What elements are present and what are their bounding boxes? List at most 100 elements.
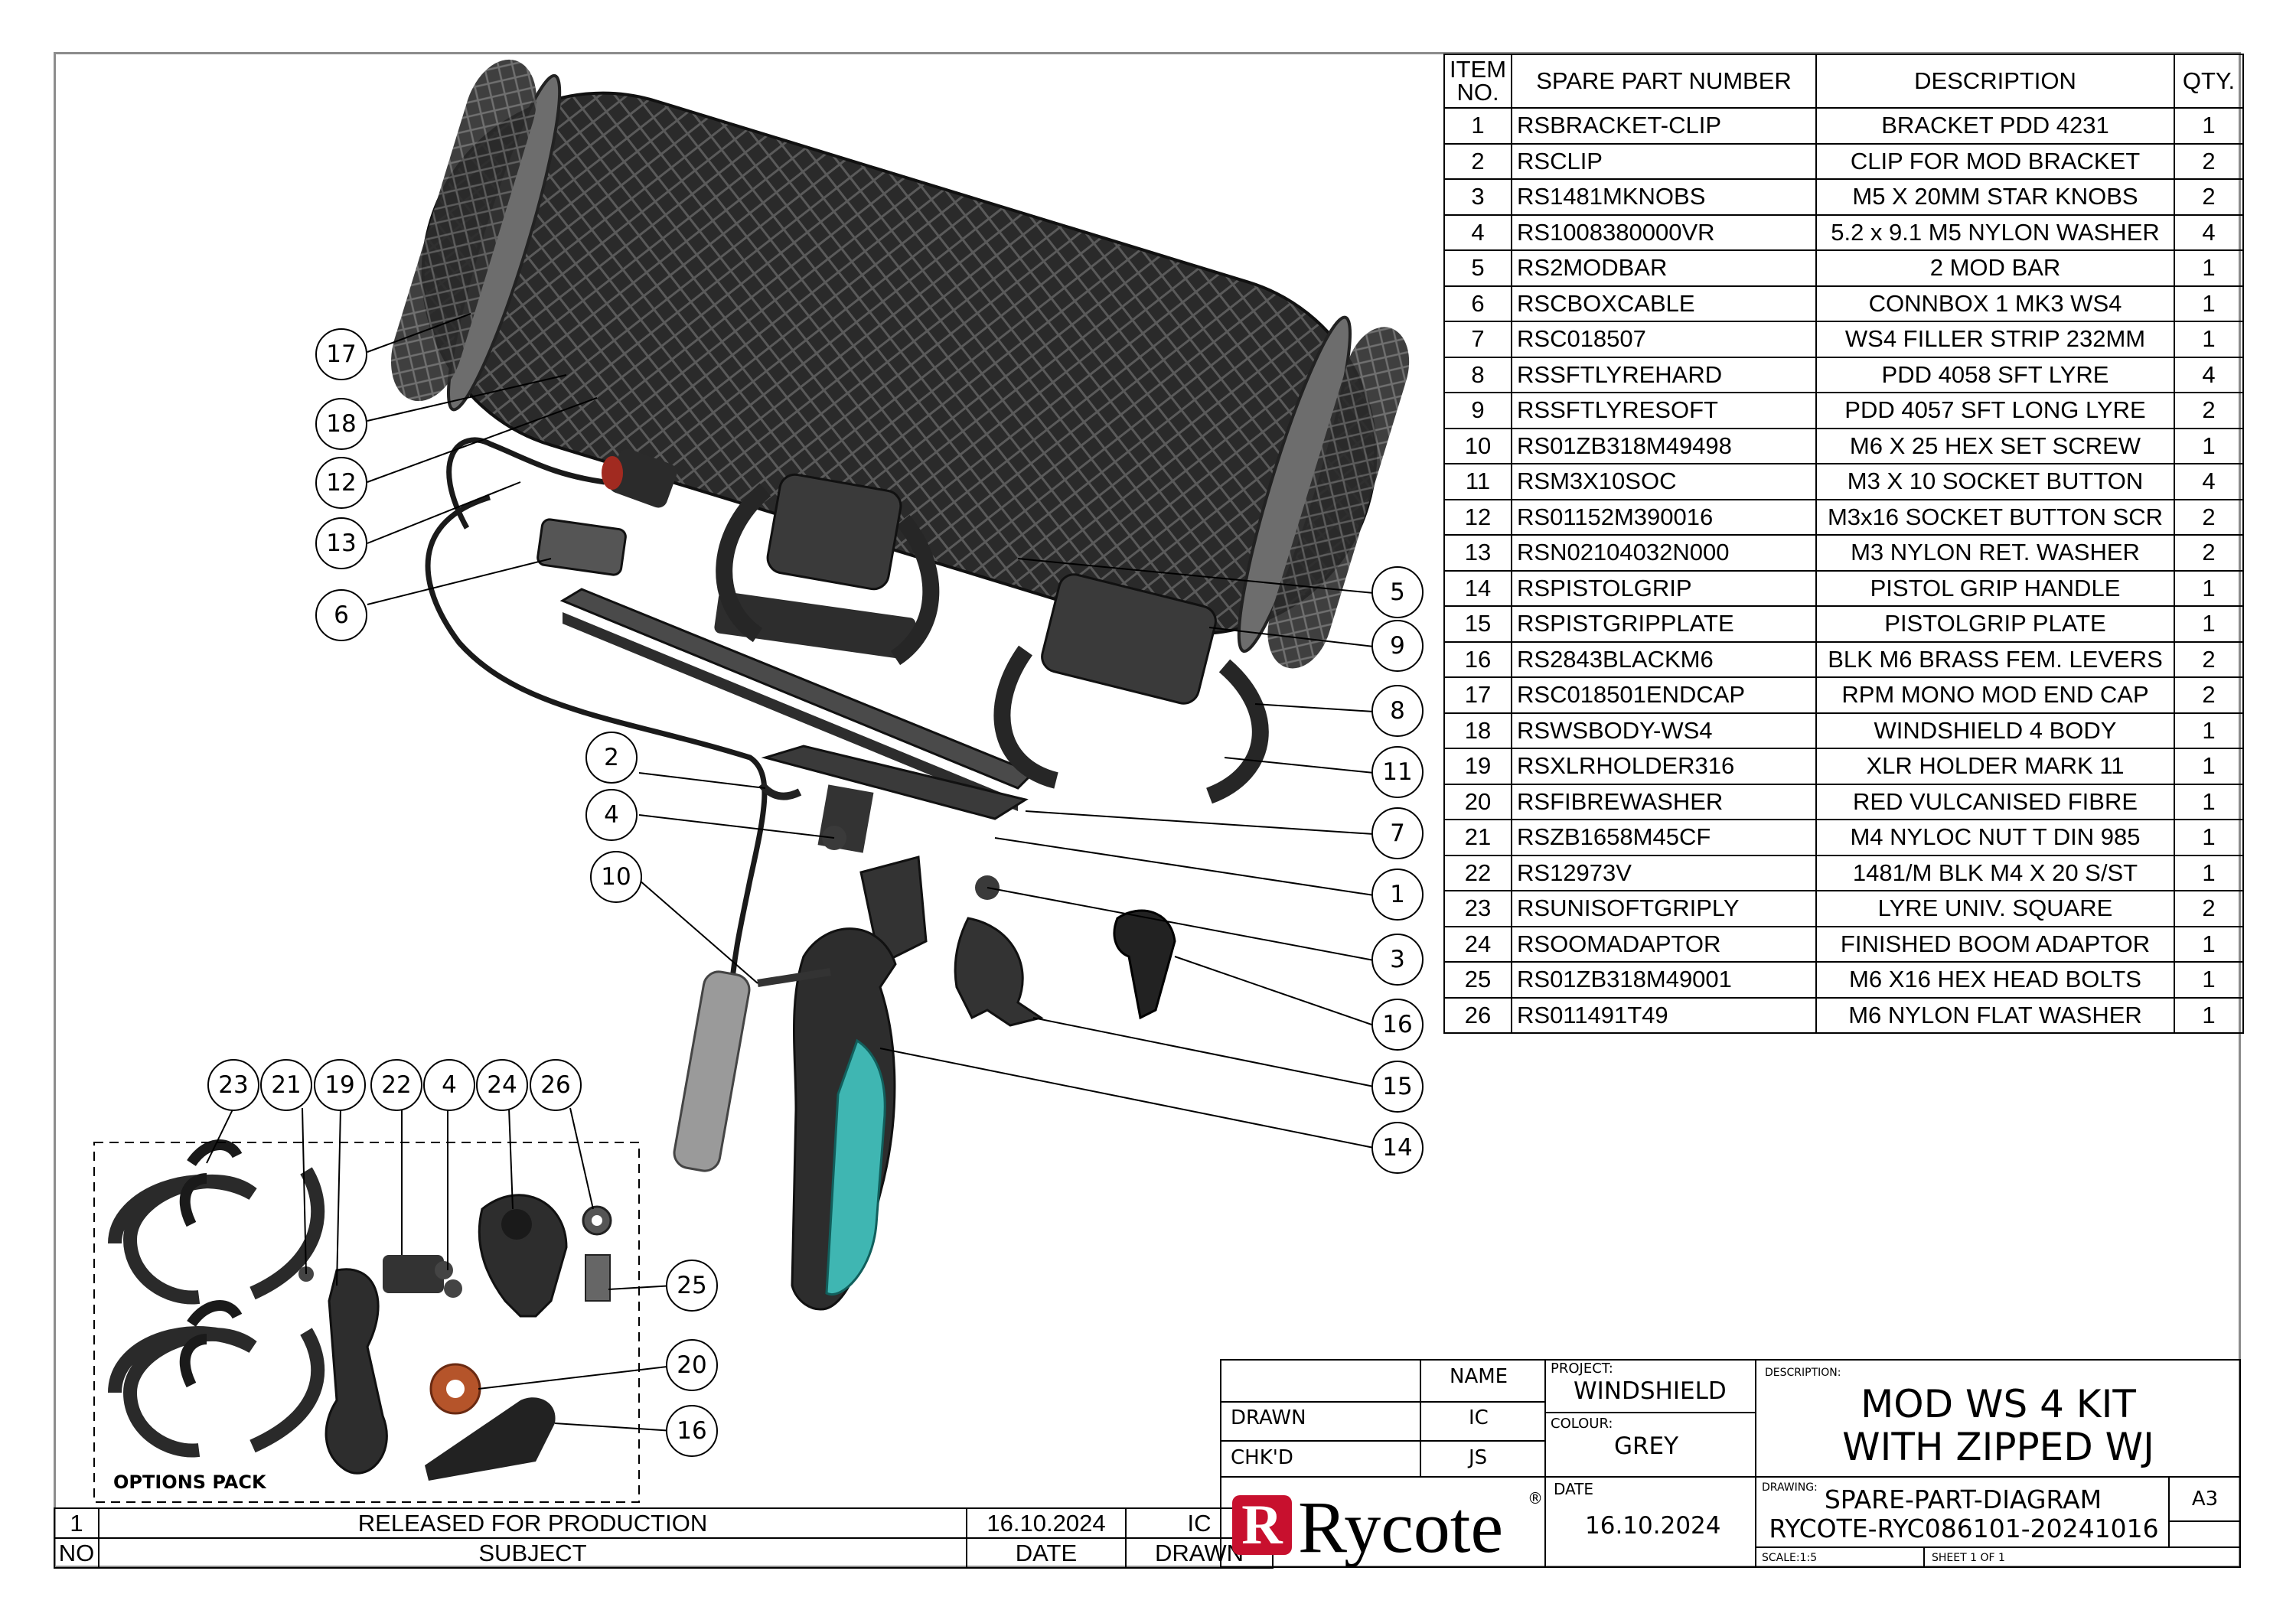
bom-description: RED VULCANISED FIBRE [1815, 783, 2175, 820]
bom-description: M6 NYLON FLAT WASHER [1815, 996, 2175, 1034]
balloon-item-20: 20 [666, 1339, 718, 1391]
options-pack-border [93, 1142, 640, 1503]
windshield-body [390, 59, 1410, 669]
balloon-item-16: 16 [1371, 999, 1424, 1051]
bom-item-number: 1 [1443, 107, 1512, 145]
revision-table: 1 RELEASED FOR PRODUCTION 16.10.2024 IC … [54, 1507, 1274, 1569]
bom-item-number: 22 [1443, 854, 1512, 891]
balloon-item-18: 18 [315, 398, 367, 450]
registered-mark: ® [1528, 1489, 1543, 1507]
drawing-label: DRAWING: [1762, 1481, 1818, 1494]
xlr-connector [602, 448, 677, 508]
revision-header-row: NO SUBJECT DATE DRAWN [54, 1537, 1274, 1569]
date-label: DATE [1554, 1480, 1594, 1498]
bom-part-number: RSPISTOLGRIP [1511, 569, 1817, 607]
bom-quantity: 2 [2174, 142, 2244, 180]
bom-description: WINDSHIELD 4 BODY [1815, 712, 2175, 749]
bom-quantity: 1 [2174, 996, 2244, 1034]
bom-part-number: RSBRACKET-CLIP [1511, 107, 1817, 145]
bom-item-number: 26 [1443, 996, 1512, 1034]
bom-part-number: RS1008380000VR [1511, 213, 1817, 251]
bom-description: M5 X 20MM STAR KNOBS [1815, 178, 2175, 216]
bom-quantity: 1 [2174, 961, 2244, 999]
revision-number: 1 [54, 1507, 99, 1539]
name-column-header: NAME [1450, 1365, 1508, 1388]
balloon-item-22: 22 [370, 1059, 422, 1111]
bom-item-number: 7 [1443, 321, 1512, 358]
balloon-item-10: 10 [590, 851, 642, 903]
bom-quantity: 1 [2174, 107, 2244, 145]
bom-quantity: 4 [2174, 356, 2244, 393]
date-value: 16.10.2024 [1585, 1512, 1721, 1540]
connbox [536, 518, 627, 576]
bom-item-number: 4 [1443, 213, 1512, 251]
bom-quantity: 4 [2174, 463, 2244, 500]
title-block: NAME DRAWN IC CHK'D JS R Rycote ® PROJEC… [1220, 1359, 2241, 1568]
balloon-item-21: 21 [260, 1059, 312, 1111]
leader-lines [206, 313, 1375, 1432]
bom-item-number: 15 [1443, 605, 1512, 643]
bom-description: PISTOL GRIP HANDLE [1815, 569, 2175, 607]
bom-item-number: 18 [1443, 712, 1512, 749]
set-screw [757, 968, 831, 987]
bom-quantity: 1 [2174, 819, 2244, 856]
balloon-item-5: 5 [1371, 566, 1424, 618]
revision-header-date: DATE [966, 1537, 1127, 1569]
bom-description: PISTOLGRIP PLATE [1815, 605, 2175, 643]
bom-item-number: 10 [1443, 427, 1512, 464]
revision-subject: RELEASED FOR PRODUCTION [98, 1507, 967, 1539]
bom-quantity: 1 [2174, 748, 2244, 785]
bom-description: M6 X16 HEX HEAD BOLTS [1815, 961, 2175, 999]
bom-quantity: 2 [2174, 392, 2244, 429]
bom-description: RPM MONO MOD END CAP [1815, 676, 2175, 714]
balloon-item-4-options: 4 [423, 1059, 475, 1111]
drawing-line-1: SPARE-PART-DIAGRAM [1824, 1484, 2102, 1514]
bom-quantity: 2 [2174, 498, 2244, 536]
balloon-item-14: 14 [1371, 1122, 1424, 1174]
balloon-item-24: 24 [476, 1059, 528, 1111]
bom-part-number: RSUNISOFTGRIPLY [1511, 890, 1817, 927]
balloon-item-12: 12 [315, 457, 367, 509]
revision-row: 1 RELEASED FOR PRODUCTION 16.10.2024 IC [54, 1507, 1274, 1539]
bom-description: WS4 FILLER STRIP 232MM [1815, 321, 2175, 358]
balloon-item-26: 26 [530, 1059, 582, 1111]
bom-description: M4 NYLOC NUT T DIN 985 [1815, 819, 2175, 856]
colour-value: GREY [1614, 1432, 1679, 1460]
balloon-item-15: 15 [1371, 1061, 1424, 1113]
bom-quantity: 1 [2174, 285, 2244, 322]
bom-quantity: 1 [2174, 427, 2244, 464]
balloon-item-11: 11 [1371, 746, 1424, 798]
xlr-plug [673, 970, 751, 1172]
balloon-item-6: 6 [315, 589, 367, 641]
bom-part-number: RSXLRHOLDER316 [1511, 748, 1817, 785]
revision-header-no: NO [54, 1537, 99, 1569]
bom-part-number: RS2MODBAR [1511, 249, 1817, 287]
lever [1113, 909, 1176, 1020]
sheet-size: A3 [2191, 1488, 2219, 1511]
pistol-grip [791, 855, 928, 1311]
bom-part-number: RS2843BLACKM6 [1511, 640, 1817, 678]
bom-part-number: RSFIBREWASHER [1511, 783, 1817, 820]
bom-quantity: 2 [2174, 676, 2244, 714]
balloon-item-1: 1 [1371, 869, 1424, 921]
drawing-line-2: RYCOTE-RYC086101-20241016 [1769, 1514, 2159, 1543]
description-line-1: MOD WS 4 KIT [1861, 1382, 2136, 1426]
bom-item-number: 23 [1443, 890, 1512, 927]
